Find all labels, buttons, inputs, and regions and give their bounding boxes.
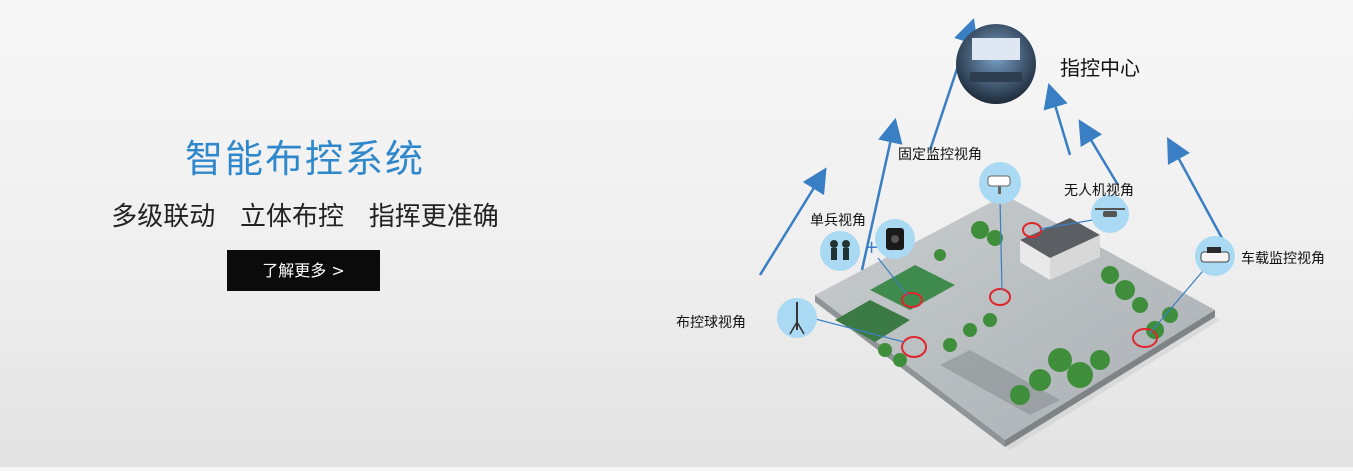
hero-text-area: 智能布控系统 多级联动 立体布控 指挥更准确 了解更多 > — [0, 0, 610, 467]
diagram-illustration: + — [758, 18, 1235, 450]
drone-icon — [1091, 195, 1129, 233]
surveillance-diagram: + 指控中心 固定监控视角 无人机视角 单兵 — [640, 0, 1353, 467]
police-officers-icon — [820, 231, 860, 271]
dome-camera-label: 布控球视角 — [676, 315, 746, 331]
single-soldier-label: 单兵视角 — [810, 213, 866, 229]
city-scene — [815, 195, 1215, 447]
vehicle-camera-label: 车载监控视角 — [1241, 251, 1325, 267]
hero-title: 智能布控系统 — [184, 137, 425, 181]
police-car-icon — [1195, 236, 1235, 276]
command-center-icon — [956, 24, 1036, 104]
dome-camera-icon — [777, 298, 817, 338]
hero-subtitle: 多级联动 立体布控 指挥更准确 — [111, 202, 499, 232]
drone-label: 无人机视角 — [1064, 183, 1134, 199]
body-camera-icon — [875, 219, 915, 259]
fixed-camera-icon — [979, 162, 1021, 204]
learn-more-button[interactable]: 了解更多 > — [227, 250, 380, 291]
command-center-label: 指控中心 — [1060, 56, 1140, 80]
fixed-camera-label: 固定监控视角 — [898, 147, 982, 163]
